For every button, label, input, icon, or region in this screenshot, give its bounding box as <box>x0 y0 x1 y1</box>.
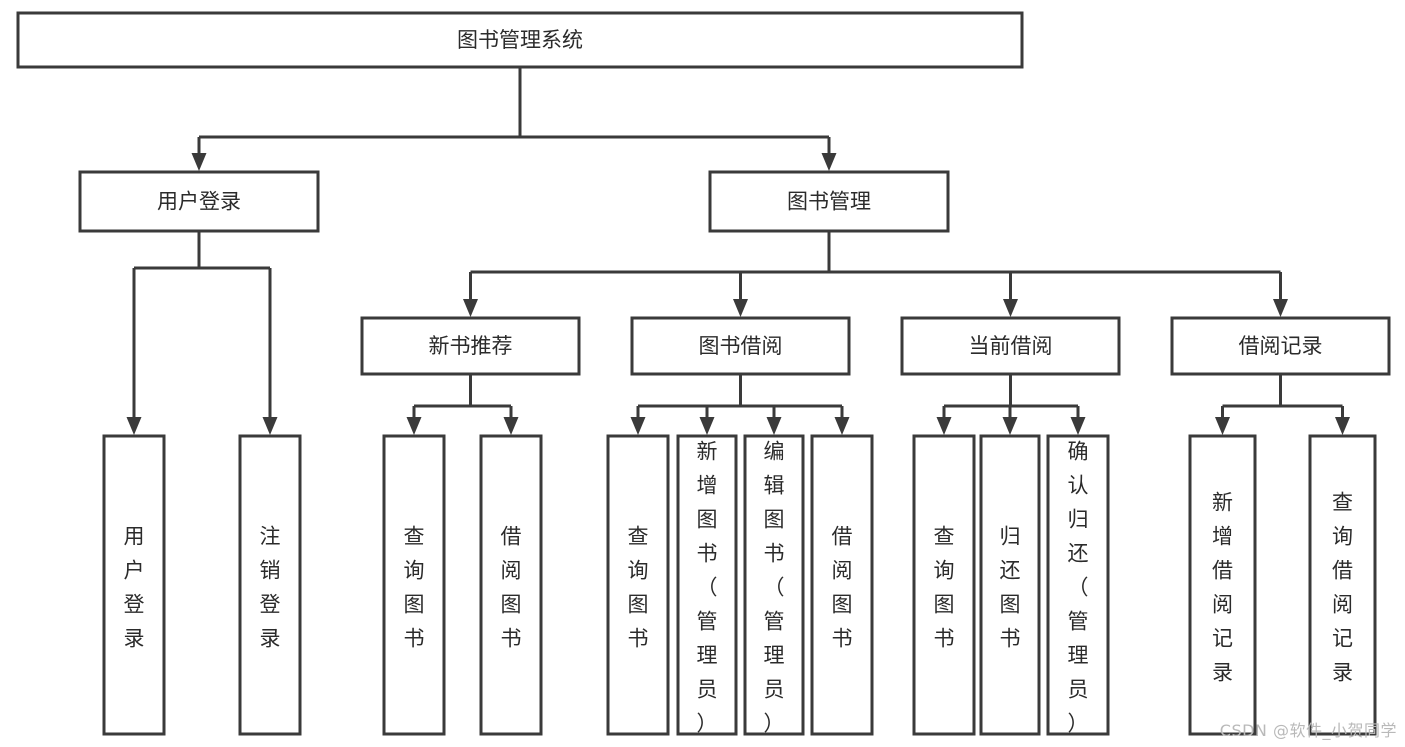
arrow-head-icon <box>1003 299 1018 317</box>
node-label: 查询图书 <box>628 525 649 651</box>
arrow-head-icon <box>699 417 715 435</box>
node-label: 查询图书 <box>404 525 425 651</box>
watermark-text: CSDN @软件_小贺同学 <box>1219 721 1397 740</box>
node-layer: 图书管理系统用户登录图书管理新书推荐图书借阅当前借阅借阅记录用户登录注销登录查询… <box>16 11 1391 736</box>
node-label: 注销登录 <box>260 525 281 651</box>
node-label: 用户登录 <box>124 525 145 651</box>
node-l4-c2[interactable]: 新增图书（管理员） <box>676 434 738 736</box>
node-l2-book-manage[interactable]: 图书管理 <box>708 170 950 233</box>
arrow-head-icon <box>1215 417 1230 435</box>
node-label: 新增借阅记录 <box>1212 491 1233 685</box>
arrow-head-icon <box>1070 417 1086 435</box>
arrow-head-icon <box>1002 417 1018 435</box>
node-l2-user-login[interactable]: 用户登录 <box>78 170 320 233</box>
node-l4-b2[interactable]: 借阅图书 <box>479 434 543 736</box>
arrow-head-icon <box>406 417 422 435</box>
node-label: 新增图书（管理员） <box>697 440 718 736</box>
node-box[interactable] <box>1170 316 1391 376</box>
node-l3-current[interactable]: 当前借阅 <box>900 316 1121 376</box>
node-l4-a1[interactable]: 用户登录 <box>102 434 166 736</box>
arrow-head-icon <box>1335 417 1350 435</box>
node-box[interactable] <box>743 434 805 736</box>
node-l4-c3[interactable]: 编辑图书（管理员） <box>743 434 805 736</box>
connector-layer <box>126 67 1350 435</box>
node-box[interactable] <box>238 434 302 736</box>
node-l4-d2[interactable]: 归还图书 <box>979 434 1041 736</box>
node-box[interactable] <box>810 434 874 736</box>
node-label: 用户登录 <box>157 190 241 214</box>
arrow-head-icon <box>733 299 748 317</box>
node-box[interactable] <box>676 434 738 736</box>
node-box[interactable] <box>78 170 320 233</box>
node-label: 查询图书 <box>934 525 955 651</box>
node-l4-c4[interactable]: 借阅图书 <box>810 434 874 736</box>
node-box[interactable] <box>900 316 1121 376</box>
node-l4-a2[interactable]: 注销登录 <box>238 434 302 736</box>
node-box[interactable] <box>102 434 166 736</box>
node-label: 查询借阅记录 <box>1332 491 1353 685</box>
node-box[interactable] <box>630 316 851 376</box>
arrow-head-icon <box>191 153 207 171</box>
node-root[interactable]: 图书管理系统 <box>16 11 1024 69</box>
node-l4-b1[interactable]: 查询图书 <box>382 434 446 736</box>
node-box[interactable] <box>1046 434 1110 736</box>
node-box[interactable] <box>479 434 543 736</box>
node-label: 图书管理 <box>787 190 871 214</box>
arrow-head-icon <box>834 417 850 435</box>
arrow-head-icon <box>766 417 782 435</box>
node-box[interactable] <box>16 11 1024 69</box>
node-label: 归还图书 <box>1000 525 1021 651</box>
node-box[interactable] <box>360 316 581 376</box>
node-l4-d3[interactable]: 确认归还（管理员） <box>1046 434 1110 736</box>
arrow-head-icon <box>126 417 142 435</box>
arrow-head-icon <box>1273 299 1288 317</box>
node-l4-e2[interactable]: 查询借阅记录 <box>1308 434 1377 736</box>
node-label: 借阅记录 <box>1239 334 1323 358</box>
node-box[interactable] <box>1308 434 1377 736</box>
node-label: 借阅图书 <box>501 525 522 651</box>
node-l4-d1[interactable]: 查询图书 <box>912 434 976 736</box>
arrow-head-icon <box>936 417 952 435</box>
arrow-head-icon <box>630 417 646 435</box>
arrow-head-icon <box>463 299 478 317</box>
node-label: 图书管理系统 <box>457 28 583 52</box>
node-label: 当前借阅 <box>969 334 1053 358</box>
node-l3-record[interactable]: 借阅记录 <box>1170 316 1391 376</box>
node-l4-c1[interactable]: 查询图书 <box>606 434 670 736</box>
arrow-head-icon <box>262 417 278 435</box>
node-label: 借阅图书 <box>832 525 853 651</box>
arrow-head-icon <box>503 417 519 435</box>
node-label: 确认归还（管理员） <box>1068 440 1089 736</box>
node-box[interactable] <box>1188 434 1257 736</box>
node-label: 编辑图书（管理员） <box>764 440 785 736</box>
node-box[interactable] <box>708 170 950 233</box>
node-l3-new-book[interactable]: 新书推荐 <box>360 316 581 376</box>
node-box[interactable] <box>382 434 446 736</box>
arrow-head-icon <box>821 153 837 171</box>
node-box[interactable] <box>912 434 976 736</box>
node-box[interactable] <box>606 434 670 736</box>
node-l3-borrow[interactable]: 图书借阅 <box>630 316 851 376</box>
node-box[interactable] <box>979 434 1041 736</box>
node-l4-e1[interactable]: 新增借阅记录 <box>1188 434 1257 736</box>
node-label: 图书借阅 <box>699 334 783 358</box>
node-label: 新书推荐 <box>429 334 513 358</box>
